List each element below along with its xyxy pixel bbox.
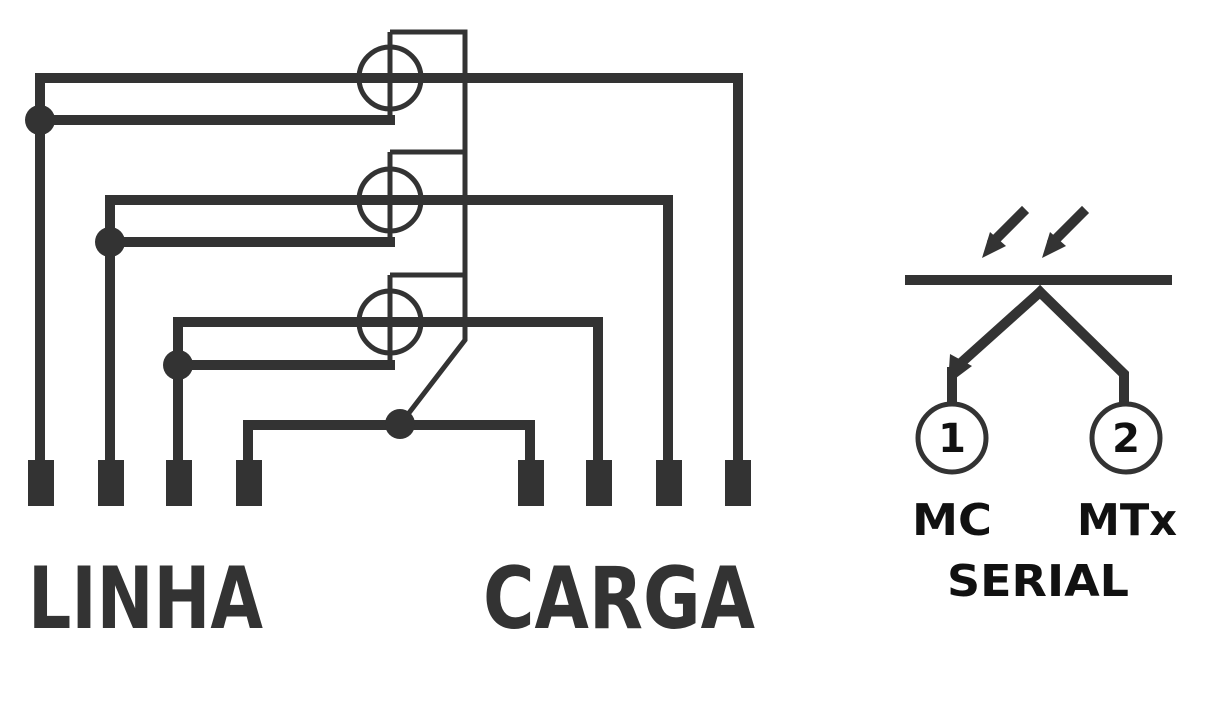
terminal-carga-3 xyxy=(656,460,682,506)
serial-label: SERIAL xyxy=(947,556,1129,607)
port-2-circle xyxy=(1089,401,1163,475)
phase-3-wiring xyxy=(173,317,603,485)
port-2-number: 2 xyxy=(1112,416,1140,462)
junction-dot-1 xyxy=(25,105,55,135)
branch-to-port-1 xyxy=(954,284,1048,370)
junction-dot-2 xyxy=(95,227,125,257)
terminal-linha-1 xyxy=(28,460,54,506)
terminal-carga-2 xyxy=(586,460,612,506)
port-1-number: 1 xyxy=(938,416,966,462)
phase-2-wiring xyxy=(105,195,673,485)
linha-label: LINHA xyxy=(28,549,263,649)
terminal-linha-3 xyxy=(166,460,192,506)
terminal-linha-4 xyxy=(236,460,262,506)
light-arrow-icon xyxy=(982,205,1090,258)
junction-dot-3 xyxy=(163,350,193,380)
branch-to-port-2 xyxy=(1032,284,1129,403)
port-2-label: MTx xyxy=(1077,495,1177,546)
terminal-carga-1 xyxy=(518,460,544,506)
phase-1-wiring xyxy=(35,73,743,485)
port-1-circle xyxy=(915,401,989,475)
junction-dot-4 xyxy=(385,409,415,439)
optical-port-symbol: 1 2 MC MTx SERIAL xyxy=(905,205,1177,607)
terminal-carga-4 xyxy=(725,460,751,506)
port-1-label: MC xyxy=(912,495,992,546)
terminal-linha-2 xyxy=(98,460,124,506)
carga-label: CARGA xyxy=(483,549,755,649)
